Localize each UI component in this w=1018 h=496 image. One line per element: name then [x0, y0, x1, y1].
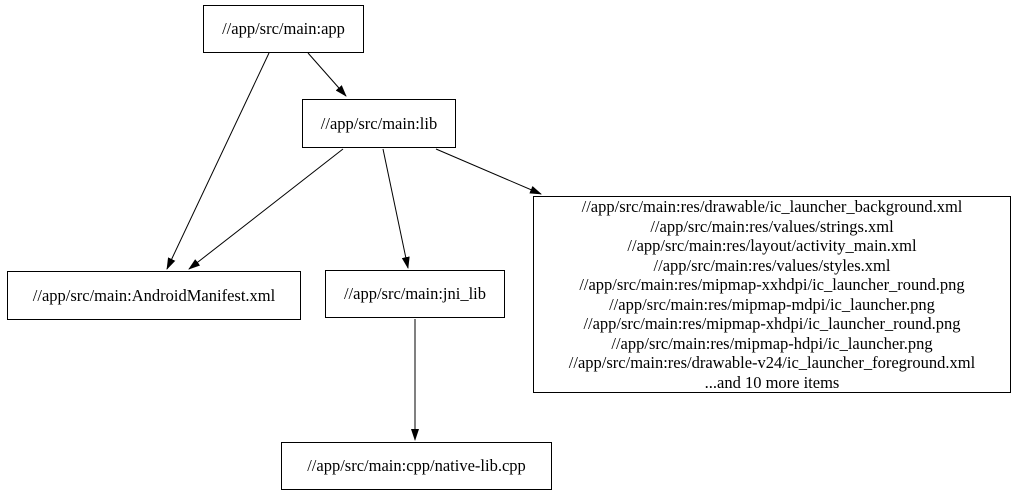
- res-file-line: //app/src/main:res/mipmap-mdpi/ic_launch…: [609, 294, 935, 314]
- res-file-line: //app/src/main:res/values/strings.xml: [650, 216, 894, 236]
- res-file-line: //app/src/main:res/drawable-v24/ic_launc…: [568, 353, 976, 372]
- res-file-line: //app/src/main:res/mipmap-xxhdpi/ic_laun…: [579, 275, 965, 294]
- edge-lib-to-res-files: [435, 148, 542, 195]
- edge-app-to-lib: [307, 52, 347, 97]
- node-native-lib-cpp-label: //app/src/main:cpp/native-lib.cpp: [307, 456, 526, 476]
- node-lib-label: //app/src/main:lib: [320, 113, 438, 133]
- node-res-files: //app/src/main:res/drawable/ic_launcher_…: [533, 196, 1011, 393]
- node-jni-lib: //app/src/main:jni_lib: [325, 270, 505, 318]
- node-native-lib-cpp: //app/src/main:cpp/native-lib.cpp: [281, 442, 552, 490]
- res-file-line: //app/src/main:res/layout/activity_main.…: [627, 236, 917, 255]
- node-jni-lib-label: //app/src/main:jni_lib: [343, 284, 487, 304]
- res-file-line: //app/src/main:res/values/styles.xml: [653, 255, 891, 275]
- edge-lib-to-androidmanifest: [188, 148, 344, 270]
- node-app-label: //app/src/main:app: [222, 19, 345, 39]
- res-file-line: //app/src/main:res/mipmap-hdpi/ic_launch…: [611, 333, 933, 353]
- node-lib: //app/src/main:lib: [302, 99, 456, 148]
- node-androidmanifest-label: //app/src/main:AndroidManifest.xml: [32, 285, 276, 305]
- res-file-line: //app/src/main:res/mipmap-xhdpi/ic_launc…: [583, 314, 961, 333]
- res-files-more-items: ...and 10 more items: [704, 372, 840, 392]
- edge-lib-to-jni-lib: [382, 148, 410, 269]
- res-file-line: //app/src/main:res/drawable/ic_launcher_…: [581, 197, 963, 216]
- node-androidmanifest: //app/src/main:AndroidManifest.xml: [7, 271, 301, 320]
- edge-app-to-androidmanifest: [166, 52, 270, 270]
- node-app: //app/src/main:app: [203, 5, 364, 53]
